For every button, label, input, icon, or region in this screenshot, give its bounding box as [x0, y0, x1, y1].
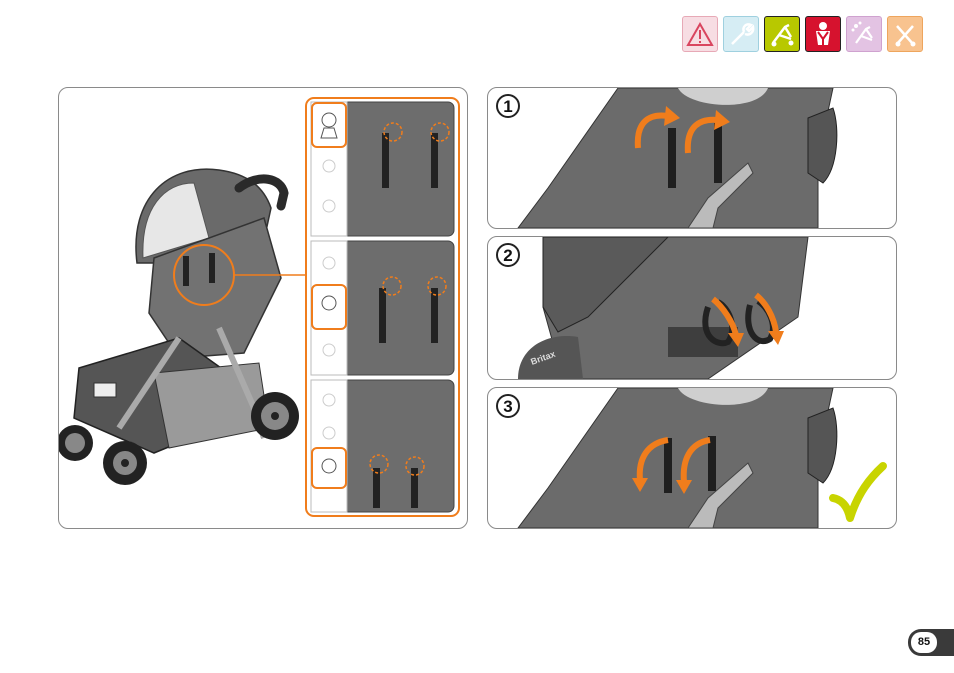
step-number: 3	[496, 394, 520, 418]
step-number: 1	[496, 94, 520, 118]
height-position-top	[311, 102, 454, 236]
stroller-icon[interactable]	[764, 16, 800, 52]
step-3-panel: 3	[487, 387, 897, 529]
step-3-illustration	[488, 388, 896, 528]
step-1-illustration	[488, 88, 896, 228]
step-1-panel: 1	[487, 87, 897, 229]
stroller-overview-panel	[58, 87, 468, 529]
harness-icon[interactable]	[805, 16, 841, 52]
height-position-bottom	[311, 380, 454, 512]
section-icon-strip	[682, 16, 922, 52]
maintenance-icon[interactable]	[723, 16, 759, 52]
page-number-tab: 85	[908, 629, 954, 656]
cleaning-icon[interactable]	[846, 16, 882, 52]
height-position-middle	[311, 241, 454, 375]
step-2-panel: 2 Britax	[487, 236, 897, 380]
stroller-illustration	[59, 88, 467, 528]
fold-icon[interactable]	[887, 16, 923, 52]
checkmark-icon	[833, 466, 883, 518]
step-number: 2	[496, 243, 520, 267]
warning-icon[interactable]	[682, 16, 718, 52]
page-number: 85	[911, 632, 937, 653]
step-2-illustration: Britax	[488, 237, 896, 379]
